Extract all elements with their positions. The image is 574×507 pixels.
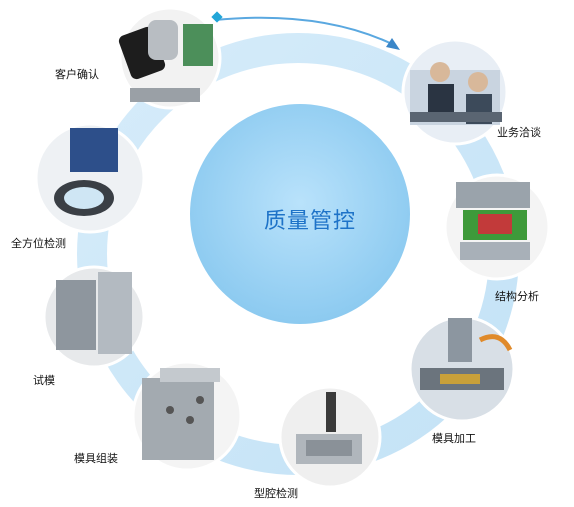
step-label-full-inspection: 全方位检测 bbox=[11, 237, 66, 250]
step-photo-structure-analysis bbox=[443, 173, 551, 281]
flow-arc bbox=[214, 16, 393, 45]
step-photo-mold-assembly bbox=[131, 360, 243, 472]
step-label-business-talk: 业务洽谈 bbox=[497, 126, 541, 139]
arrow-head-icon bbox=[386, 38, 400, 50]
step-photo-business-talk bbox=[401, 38, 509, 146]
step-label-mold-machining: 模具加工 bbox=[432, 432, 476, 445]
center-title: 质量管控 bbox=[263, 209, 356, 234]
step-label-structure-analysis: 结构分析 bbox=[495, 290, 539, 303]
step-label-cavity-inspection: 型腔检测 bbox=[254, 487, 298, 500]
step-label-mold-assembly: 模具组装 bbox=[74, 452, 118, 465]
step-photo-full-inspection bbox=[34, 122, 146, 234]
marker-icon bbox=[211, 11, 223, 23]
step-photo-trial-mold bbox=[42, 265, 146, 369]
step-label-trial-mold: 试模 bbox=[33, 374, 55, 387]
step-photo-cavity-inspection bbox=[278, 385, 382, 489]
step-label-customer-confirm: 客户确认 bbox=[55, 68, 99, 81]
center-circle bbox=[190, 104, 410, 324]
step-photo-customer-confirm bbox=[118, 6, 222, 110]
step-photo-mold-machining bbox=[408, 315, 516, 423]
